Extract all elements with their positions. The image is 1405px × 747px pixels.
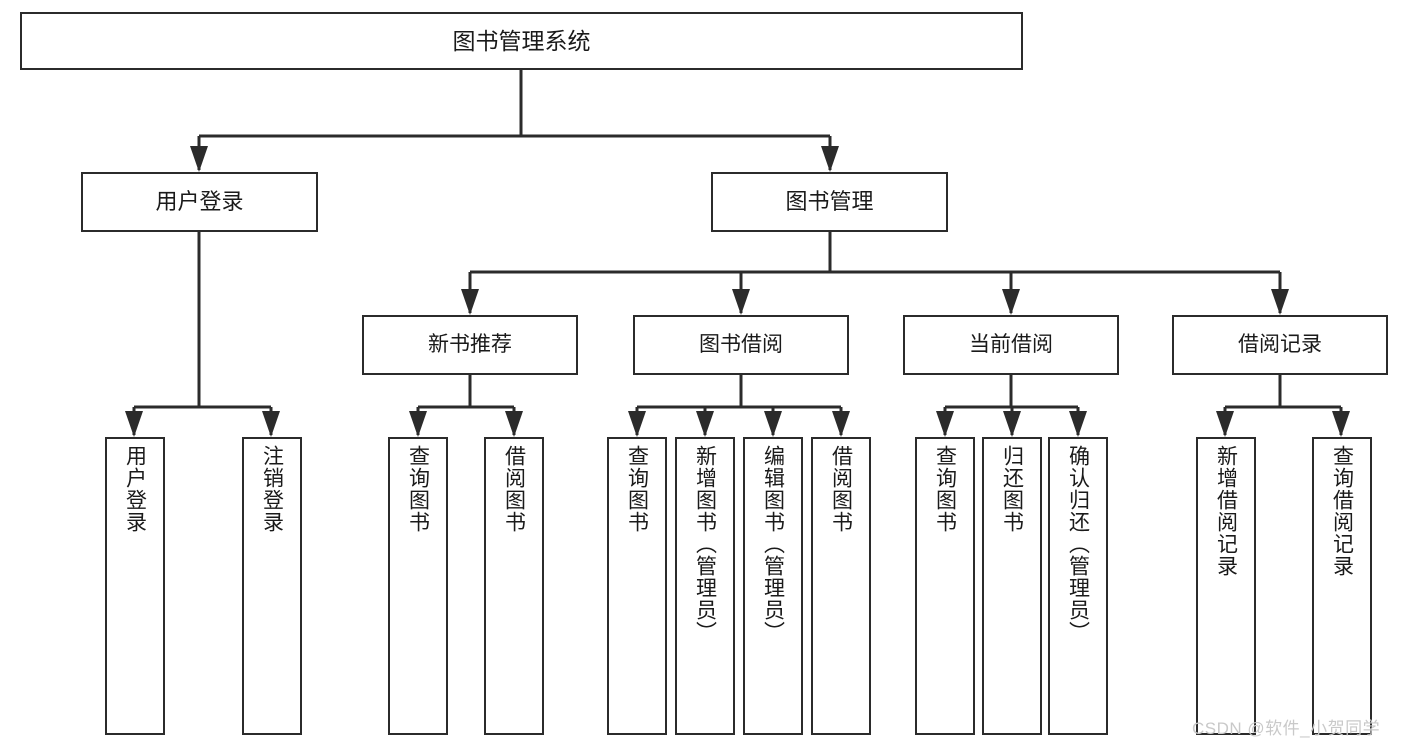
node-records[interactable]: 借阅记录 <box>1172 315 1388 375</box>
node-label: 查询图书 <box>933 445 957 533</box>
edge-arrowhead-root-children-0 <box>190 146 208 172</box>
node-borrow[interactable]: 图书借阅 <box>633 315 849 375</box>
node-label: 图书借阅 <box>699 332 783 356</box>
edge-arrowhead-current-children-0 <box>936 411 954 437</box>
node-label: 当前借阅 <box>969 332 1053 356</box>
node-label: 编辑图书（管理员） <box>761 445 785 643</box>
edge-arrowhead-login-children-1 <box>262 411 280 437</box>
node-leaf-borrow-book-1[interactable]: 借阅图书 <box>484 437 544 735</box>
edge-arrowhead-current-children-2 <box>1069 411 1087 437</box>
node-label: 新增图书（管理员） <box>693 445 717 643</box>
node-leaf-confirm-return[interactable]: 确认归还（管理员） <box>1048 437 1108 735</box>
node-leaf-query-book-3[interactable]: 查询图书 <box>915 437 975 735</box>
edge-arrowhead-bookmgmt-children-0 <box>461 289 479 315</box>
node-newbook[interactable]: 新书推荐 <box>362 315 578 375</box>
node-leaf-query-book-2[interactable]: 查询图书 <box>607 437 667 735</box>
node-leaf-query-record[interactable]: 查询借阅记录 <box>1312 437 1372 735</box>
edge-arrowhead-newbook-children-0 <box>409 411 427 437</box>
node-leaf-edit-book[interactable]: 编辑图书（管理员） <box>743 437 803 735</box>
edge-arrowhead-bookmgmt-children-1 <box>732 289 750 315</box>
node-label: 借阅图书 <box>829 445 853 533</box>
node-label: 新增借阅记录 <box>1214 445 1238 577</box>
node-leaf-add-book[interactable]: 新增图书（管理员） <box>675 437 735 735</box>
csdn-watermark: CSDN @软件_小贺同学 <box>1192 719 1381 738</box>
node-leaf-user-logout[interactable]: 注销登录 <box>242 437 302 735</box>
node-leaf-query-book-1[interactable]: 查询图书 <box>388 437 448 735</box>
node-label: 借阅图书 <box>502 445 526 533</box>
edge-arrowhead-borrow-children-1 <box>696 411 714 437</box>
node-label: 查询借阅记录 <box>1330 445 1354 577</box>
node-label: 注销登录 <box>260 445 284 533</box>
edge-arrowhead-login-children-0 <box>125 411 143 437</box>
node-label: 借阅记录 <box>1238 332 1322 356</box>
node-label: 图书管理 <box>785 189 874 215</box>
node-label: 用户登录 <box>155 189 244 215</box>
node-label: 用户登录 <box>123 445 147 533</box>
node-label: 新书推荐 <box>428 332 512 356</box>
edge-arrowhead-root-children-1 <box>821 146 839 172</box>
edge-arrowhead-bookmgmt-children-3 <box>1271 289 1289 315</box>
node-label: 归还图书 <box>1000 445 1024 533</box>
node-leaf-borrow-book-2[interactable]: 借阅图书 <box>811 437 871 735</box>
node-leaf-return-book[interactable]: 归还图书 <box>982 437 1042 735</box>
node-label: 查询图书 <box>406 445 430 533</box>
edge-arrowhead-borrow-children-0 <box>628 411 646 437</box>
node-bookmgmt[interactable]: 图书管理 <box>711 172 948 232</box>
edge-arrowhead-bookmgmt-children-2 <box>1002 289 1020 315</box>
node-root[interactable]: 图书管理系统 <box>20 12 1023 70</box>
edge-arrowhead-records-children-1 <box>1332 411 1350 437</box>
edge-arrowhead-borrow-children-3 <box>832 411 850 437</box>
edge-arrowhead-newbook-children-1 <box>505 411 523 437</box>
node-label: 查询图书 <box>625 445 649 533</box>
edge-arrowhead-current-children-1 <box>1003 411 1021 437</box>
node-label: 确认归还（管理员） <box>1066 445 1090 643</box>
node-current[interactable]: 当前借阅 <box>903 315 1119 375</box>
edge-arrowhead-borrow-children-2 <box>764 411 782 437</box>
node-leaf-user-login[interactable]: 用户登录 <box>105 437 165 735</box>
node-label: 图书管理系统 <box>452 27 591 54</box>
edge-arrowhead-records-children-0 <box>1216 411 1234 437</box>
node-login[interactable]: 用户登录 <box>81 172 318 232</box>
node-leaf-add-record[interactable]: 新增借阅记录 <box>1196 437 1256 735</box>
